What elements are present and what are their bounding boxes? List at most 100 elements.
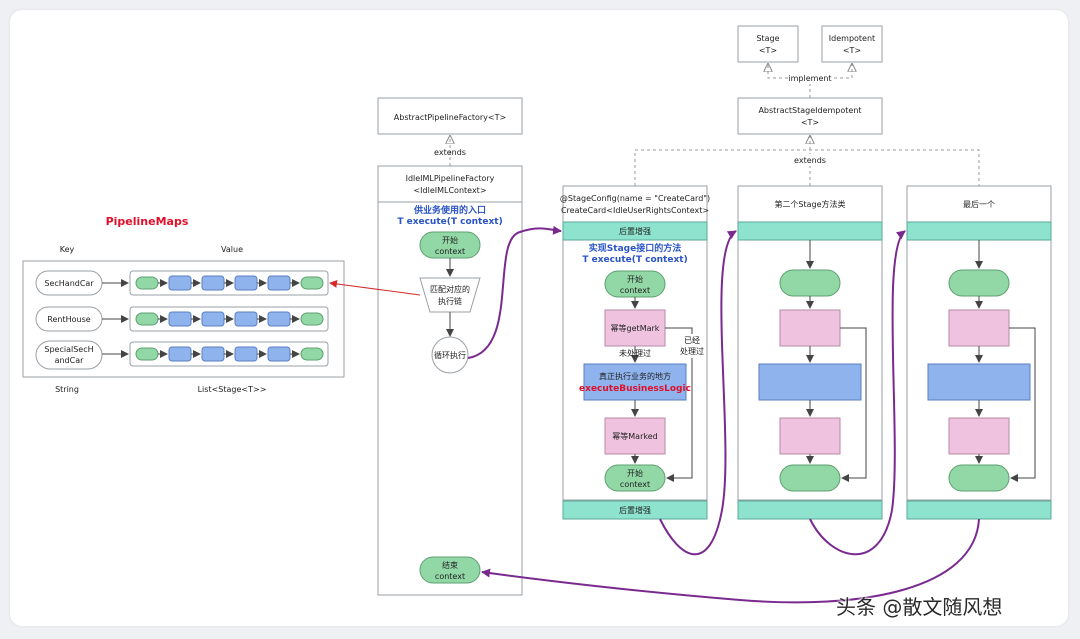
- idempotent-line1: Idempotent: [829, 34, 875, 43]
- stage-chip: [234, 275, 258, 291]
- stage2-header-label: 第二个Stage方法类: [774, 199, 845, 209]
- stage2-marked-node: [779, 417, 841, 455]
- stage2-pre-enhance: [737, 221, 883, 241]
- factory-end-node: [419, 556, 481, 584]
- stage1-handled-line2: 处理过: [680, 346, 704, 356]
- stage2-column: 第二个Stage方法类: [737, 185, 883, 520]
- stage3-column: 最后一个: [906, 185, 1052, 520]
- pipeline-maps-title: PipelineMaps: [106, 215, 189, 228]
- skip-arrow: [840, 327, 867, 482]
- key-type-label: String: [55, 385, 79, 394]
- loop-label: 循环执行: [434, 350, 466, 360]
- stage-chip: [234, 346, 258, 362]
- stage-chips-row-2: [135, 311, 324, 327]
- stage1-start-line2: context: [620, 286, 650, 295]
- idempotent-line2: <T>: [843, 46, 861, 55]
- exec-flow-to-stage1: [467, 225, 562, 359]
- stage-chip: [267, 275, 291, 291]
- stage2-end-node: [779, 464, 841, 492]
- pipeline-maps: PipelineMaps Key Value String List<Stage…: [22, 215, 345, 394]
- skip-arrow: [1009, 327, 1036, 482]
- lookup-arrow: [329, 279, 421, 296]
- handled-label-bg: [678, 334, 706, 358]
- stage-interface-line1: Stage: [756, 34, 779, 43]
- stage-chip: [135, 276, 159, 290]
- stage1-getmark-label: 幂等getMark: [611, 323, 660, 333]
- factory-impl-line2: <IdleIMLContext>: [413, 186, 486, 195]
- factory-start-line1: 开始: [442, 235, 458, 245]
- key-header: Key: [60, 245, 75, 254]
- map-key-specialsechandcar: [35, 340, 103, 370]
- stage-chip: [201, 275, 225, 291]
- map-key-label: RentHouse: [47, 315, 90, 324]
- match-line2: 执行链: [438, 296, 462, 306]
- implement-label: implement: [788, 74, 831, 83]
- factory-impl-line1: IdleIMLPipelineFactory: [406, 174, 495, 183]
- stage-chip: [300, 347, 324, 361]
- stage1-method-line2: T execute(T context): [582, 255, 687, 265]
- stage1-unhandled-label: 未处理过: [619, 348, 651, 358]
- idempotent-interface: [821, 25, 883, 63]
- already-handled-arrow: [665, 327, 693, 482]
- idle-iml-pipeline-factory: [377, 165, 523, 203]
- stage1-column: @StageConfig(name = "CreateCard") Create…: [560, 185, 710, 520]
- stage1-handled-line1: 已经: [684, 335, 700, 345]
- stage-chip: [201, 311, 225, 327]
- stage1-method-line1: 实现Stage接口的方法: [589, 242, 681, 254]
- stage1-post-enhance-label: 后置增强: [619, 505, 651, 515]
- stage-chip: [135, 312, 159, 326]
- watermark: 头条 @散文随风想: [836, 595, 1003, 619]
- interfaces: Stage <T> Idempotent <T> implement Abstr…: [634, 25, 980, 186]
- implement-arrow: [768, 64, 811, 98]
- stage-chip: [168, 311, 192, 327]
- value-type-label: List<Stage<T>>: [198, 385, 267, 394]
- stage1-header: [562, 185, 708, 223]
- value-header: Value: [221, 245, 243, 254]
- stage2-business-node: [758, 363, 862, 401]
- stage3-end-node: [948, 464, 1010, 492]
- exec-flow-to-stage2: [659, 230, 737, 556]
- map-key-label: SpecialSecH: [44, 345, 93, 354]
- stage1-business-line2: executeBusinessLogic: [579, 384, 691, 394]
- factory-start-line2: context: [435, 247, 465, 256]
- stage1-end-line1: 开始: [627, 468, 643, 478]
- factory-end-line1: 结束: [442, 560, 458, 570]
- abstract-pipeline-factory-label: AbstractPipelineFactory<T>: [394, 113, 506, 122]
- stage1-pre-enhance-label: 后置增强: [619, 226, 651, 236]
- stage-chip: [300, 276, 324, 290]
- exec-flow-to-stage3: [809, 230, 906, 556]
- abstract-stage-line1: AbstractStageIdempotent: [758, 106, 861, 115]
- stage2-post-enhance: [737, 500, 883, 520]
- stage1-end-node: [604, 464, 666, 492]
- stage2-header: [737, 185, 883, 223]
- stage-chip: [168, 346, 192, 362]
- stage3-pre-enhance: [906, 221, 1052, 241]
- stage1-post-enhance: [562, 500, 708, 520]
- stage-chip: [168, 275, 192, 291]
- stage2-start-node: [779, 269, 841, 297]
- stage1-header-line1: @StageConfig(name = "CreateCard"): [560, 194, 710, 203]
- stage3-marked-node: [948, 417, 1010, 455]
- stage-interface: [737, 25, 799, 63]
- entry-line2: T execute(T context): [397, 217, 502, 227]
- match-chain-node: [419, 277, 481, 313]
- stage-chip: [300, 312, 324, 326]
- map-key-label: andCar: [55, 356, 85, 365]
- stage-extends-label: extends: [794, 156, 826, 165]
- map-key-label: SecHandCar: [44, 279, 94, 288]
- stage2-getmark-node: [779, 309, 841, 347]
- abstract-pipeline-factory: [377, 97, 523, 135]
- stage1-end-line2: context: [620, 480, 650, 489]
- stage3-header-label: 最后一个: [963, 199, 995, 209]
- extends-label-bg: [788, 154, 832, 166]
- stage1-start-line1: 开始: [627, 274, 643, 284]
- stage-chip: [267, 346, 291, 362]
- stage-interface-line2: <T>: [759, 46, 777, 55]
- factory-end-line2: context: [435, 572, 465, 581]
- stage-chip: [201, 346, 225, 362]
- stage1-business-line1: 真正执行业务的地方: [599, 371, 671, 381]
- stage1-marked-label: 幂等Marked: [612, 431, 657, 441]
- implement-label-bg: [788, 72, 832, 84]
- stage1-pre-enhance: [562, 221, 708, 241]
